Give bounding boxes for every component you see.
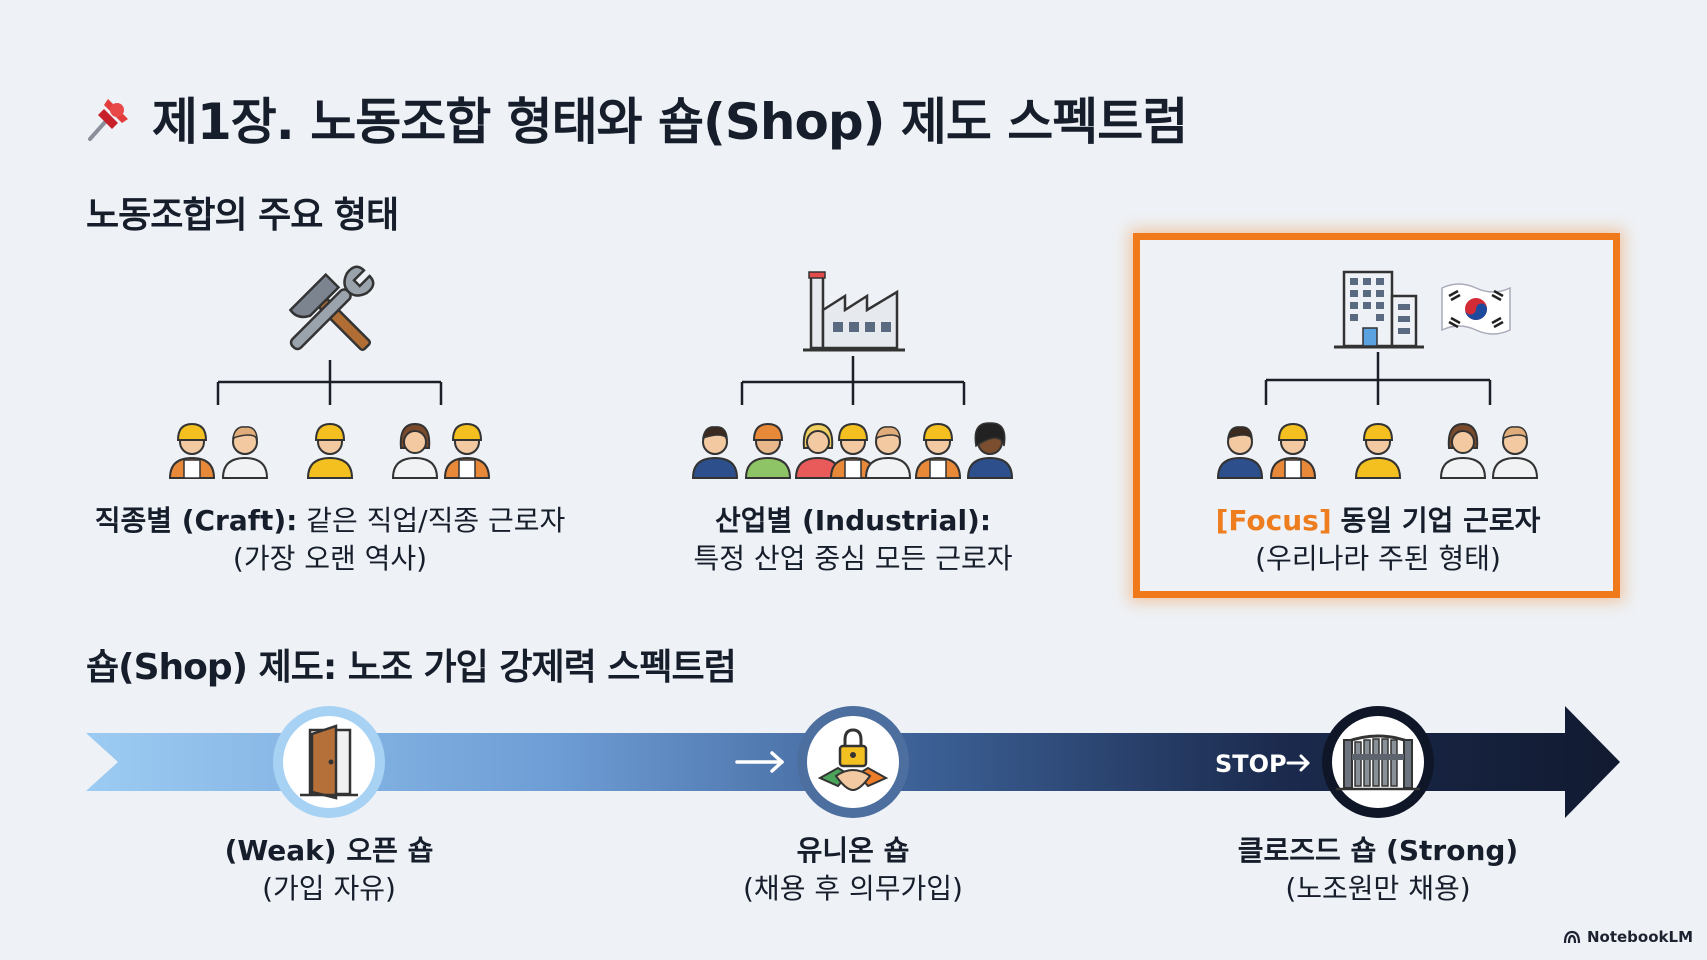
open-shop-label: (Weak) 오픈 숍 xyxy=(224,834,434,867)
credit-text: NotebookLM xyxy=(1586,928,1693,946)
caption-open-shop: (Weak) 오픈 숍 (가입 자유) xyxy=(225,832,434,908)
caption-enterprise: [Focus] 동일 기업 근로자 (우리나라 주된 형태) xyxy=(1216,502,1541,578)
craft-workers xyxy=(169,423,490,479)
section-title-shop-spectrum: 숍(Shop) 제도: 노조 가입 강제력 스펙트럼 xyxy=(86,647,737,688)
closed-gate-icon xyxy=(1336,734,1420,791)
arrow-right-icon xyxy=(735,751,784,773)
hammer-wrench-icon xyxy=(288,265,375,352)
korea-flag-icon xyxy=(1441,283,1511,335)
craft-line2: (가장 오랜 역사) xyxy=(232,542,428,575)
section-title-union-types: 노동조합의 주요 형태 xyxy=(86,195,399,236)
craft-org-chart-lines xyxy=(216,360,443,405)
union-shop-marker xyxy=(797,706,909,818)
focus-highlight-box xyxy=(1133,233,1620,598)
page-title: 제1장. 노동조합 형태와 숍(Shop) 제도 스펙트럼 xyxy=(84,82,1188,154)
caption-closed-shop: 클로즈드 숍 (Strong) (노조원만 채용) xyxy=(1238,832,1518,908)
lock-handshake-icon xyxy=(817,728,889,792)
industrial-line2: 특정 산업 중심 모든 근로자 xyxy=(693,542,1013,575)
open-shop-line2: (가입 자유) xyxy=(262,872,396,905)
caption-union-shop: 유니온 숍 (채용 후 의무가입) xyxy=(743,832,963,908)
caption-craft: 직종별 (Craft): 같은 직업/직종 근로자 (가장 오랜 역사) xyxy=(95,502,566,578)
industrial-workers xyxy=(692,421,1013,479)
open-shop-marker xyxy=(273,706,385,818)
enterprise-org-chart-lines xyxy=(1264,352,1492,405)
closed-shop-marker xyxy=(1322,706,1434,818)
enterprise-workers xyxy=(1217,423,1538,479)
caption-industrial: 산업별 (Industrial): 특정 산업 중심 모든 근로자 xyxy=(694,502,1013,578)
pushpin-icon xyxy=(88,99,128,141)
enterprise-line2: (우리나라 주된 형태) xyxy=(1255,542,1501,575)
focus-tag: [Focus] xyxy=(1215,504,1332,537)
page-title-text: 제1장. 노동조합 형태와 숍(Shop) 제도 스펙트럼 xyxy=(152,93,1188,151)
craft-label: 직종별 (Craft): xyxy=(94,504,298,537)
industrial-label: 산업별 (Industrial): xyxy=(714,504,992,537)
notebooklm-logo-icon xyxy=(1563,930,1581,944)
office-building-icon xyxy=(1334,270,1424,349)
union-shop-label: 유니온 숍 xyxy=(796,834,910,867)
factory-icon xyxy=(803,271,905,352)
arrow-right-icon xyxy=(1286,754,1310,772)
closed-shop-line2: (노조원만 채용) xyxy=(1285,872,1471,905)
enterprise-label: 동일 기업 근로자 xyxy=(1340,504,1541,537)
stop-label: STOP xyxy=(1215,750,1287,778)
closed-shop-label: 클로즈드 숍 (Strong) xyxy=(1237,834,1519,867)
union-shop-line2: (채용 후 의무가입) xyxy=(743,872,963,905)
shop-spectrum-diagram: STOP xyxy=(86,706,1620,818)
craft-desc: 같은 직업/직종 근로자 xyxy=(306,504,566,537)
union-types-diagram xyxy=(169,265,1538,479)
open-door-icon xyxy=(300,724,358,800)
industrial-org-chart-lines xyxy=(740,356,966,405)
notebooklm-credit: NotebookLM xyxy=(1563,928,1693,946)
